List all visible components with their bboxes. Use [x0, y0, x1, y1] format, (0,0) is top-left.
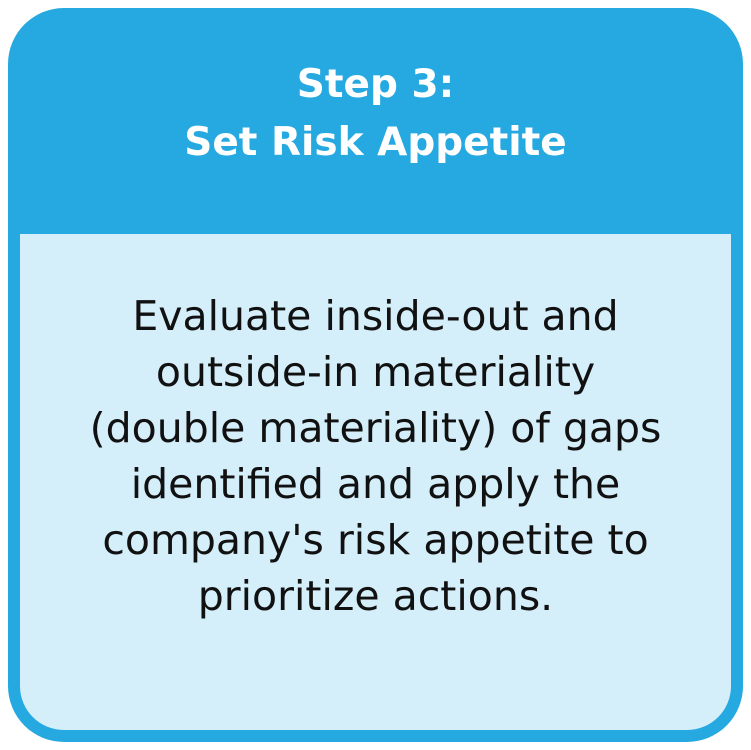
description-line: Evaluate inside-out and [132, 292, 619, 340]
description-line: company's risk appetite to [102, 516, 649, 564]
card-body: Evaluate inside-out and outside-in mater… [20, 234, 731, 730]
card-header: Step 3: Set Risk Appetite [8, 8, 743, 234]
step-title: Set Risk Appetite [184, 120, 567, 165]
description-line: (double materiality) of gaps [89, 404, 662, 452]
step-card: Step 3: Set Risk Appetite Evaluate insid… [8, 8, 743, 742]
description-line: prioritize actions. [197, 572, 554, 620]
description-line: outside-in materiality [155, 348, 596, 396]
description-line: identified and apply the [130, 460, 621, 508]
step-description: Evaluate inside-out and outside-in mater… [90, 288, 662, 624]
step-number-title: Step 3: [296, 62, 455, 107]
